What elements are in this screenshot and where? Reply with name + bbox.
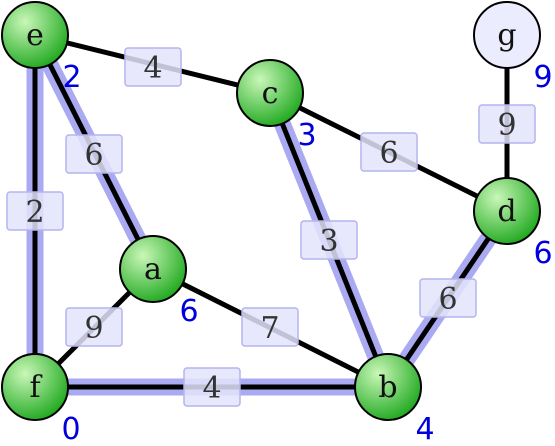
edge-weight-e-f: 2	[25, 195, 44, 230]
node-distance-a: 6	[179, 294, 198, 329]
node-distance-g: 9	[533, 60, 552, 95]
edge-weight-box-e-a	[65, 134, 123, 174]
edge-weight-box-g-d	[478, 104, 536, 144]
edge-weight-box-c-b	[300, 220, 358, 260]
node-label-b: b	[378, 370, 397, 405]
node-distance-f: 0	[61, 412, 80, 446]
node-b	[354, 353, 422, 421]
node-e	[1, 1, 69, 69]
edge-weight-a-b: 7	[260, 311, 279, 346]
node-label-f: f	[29, 370, 42, 405]
edge-weight-box-a-f	[65, 307, 123, 347]
node-c	[236, 59, 304, 127]
node-g	[473, 1, 541, 69]
edge-weight-box-f-b	[183, 367, 241, 407]
node-label-g: g	[497, 18, 516, 53]
node-f	[1, 353, 69, 421]
edge-weight-box-d-b	[419, 278, 477, 318]
edge-weight-c-b: 3	[319, 224, 338, 259]
edge-weight-f-b: 4	[202, 371, 221, 406]
node-label-a: a	[144, 252, 162, 287]
edge-weight-box-e-c	[124, 47, 182, 87]
node-distance-b: 4	[415, 412, 434, 446]
node-label-e: e	[26, 18, 44, 53]
edge-weight-box-c-d	[360, 132, 418, 172]
node-distance-e: 2	[62, 60, 81, 95]
edge-weight-a-f: 9	[84, 311, 103, 346]
node-label-c: c	[262, 76, 279, 111]
node-distance-c: 3	[297, 118, 316, 153]
edge-weight-e-c: 4	[143, 51, 162, 86]
edge-weight-c-d: 6	[379, 136, 398, 171]
edge-weight-e-a: 6	[84, 138, 103, 173]
edge-weight-box-e-f	[6, 191, 64, 231]
node-distance-d: 6	[533, 236, 552, 271]
node-a	[119, 235, 187, 303]
node-d	[473, 177, 541, 245]
edge-weight-d-b: 6	[438, 282, 457, 317]
node-label-d: d	[497, 194, 516, 229]
edge-weight-g-d: 9	[497, 108, 516, 143]
edge-weight-box-a-b	[241, 307, 299, 347]
